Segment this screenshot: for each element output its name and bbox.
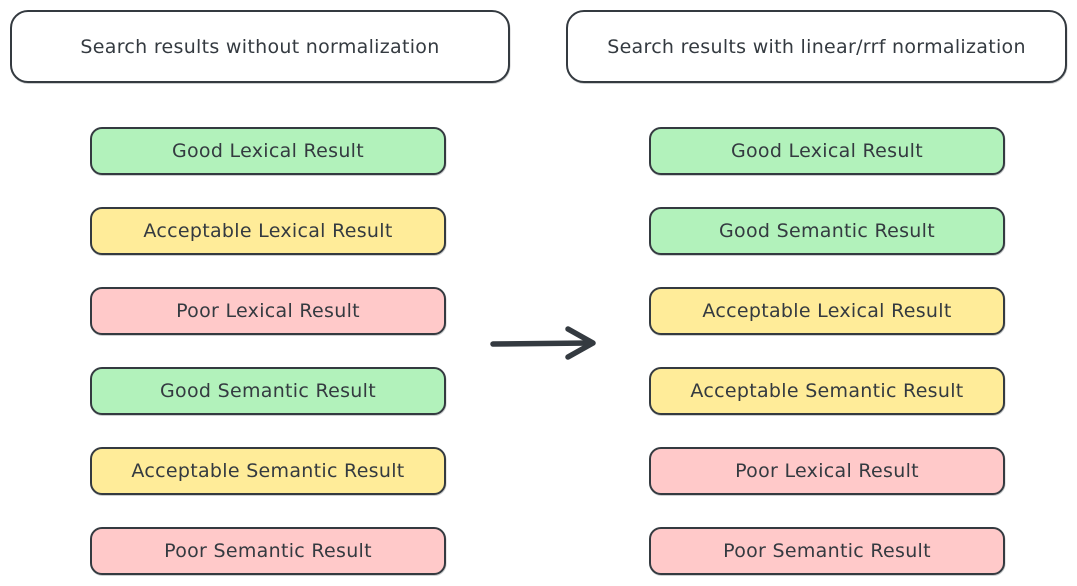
result-box: Acceptable Semantic Result <box>90 447 446 495</box>
result-box: Poor Lexical Result <box>649 447 1005 495</box>
right-arrow-icon <box>486 318 610 368</box>
right-column-title-box: Search results with linear/rrf normaliza… <box>566 10 1067 83</box>
result-label: Good Semantic Result <box>719 220 935 242</box>
result-box: Poor Semantic Result <box>649 527 1005 575</box>
right-column-title: Search results with linear/rrf normaliza… <box>607 35 1026 58</box>
result-box: Acceptable Lexical Result <box>90 207 446 255</box>
result-box: Acceptable Semantic Result <box>649 367 1005 415</box>
result-box: Good Lexical Result <box>90 127 446 175</box>
result-box: Good Semantic Result <box>649 207 1005 255</box>
result-label: Good Semantic Result <box>160 380 376 402</box>
result-label: Acceptable Semantic Result <box>690 380 964 402</box>
result-box: Good Semantic Result <box>90 367 446 415</box>
left-column-title: Search results without normalization <box>80 35 440 58</box>
result-label: Acceptable Semantic Result <box>131 460 405 482</box>
result-box: Acceptable Lexical Result <box>649 287 1005 335</box>
result-box: Poor Lexical Result <box>90 287 446 335</box>
result-box: Poor Semantic Result <box>90 527 446 575</box>
result-label: Acceptable Lexical Result <box>143 220 393 242</box>
result-box: Good Lexical Result <box>649 127 1005 175</box>
result-label: Poor Semantic Result <box>723 540 931 562</box>
result-label: Poor Semantic Result <box>164 540 372 562</box>
left-results-column: Good Lexical Result Acceptable Lexical R… <box>90 127 446 575</box>
result-label: Poor Lexical Result <box>176 300 360 322</box>
result-label: Good Lexical Result <box>171 140 365 162</box>
result-label: Good Lexical Result <box>730 140 924 162</box>
result-label: Acceptable Lexical Result <box>702 300 952 322</box>
right-results-column: Good Lexical Result Good Semantic Result… <box>649 127 1005 575</box>
left-column-title-box: Search results without normalization <box>10 10 510 83</box>
result-label: Poor Lexical Result <box>735 460 919 482</box>
